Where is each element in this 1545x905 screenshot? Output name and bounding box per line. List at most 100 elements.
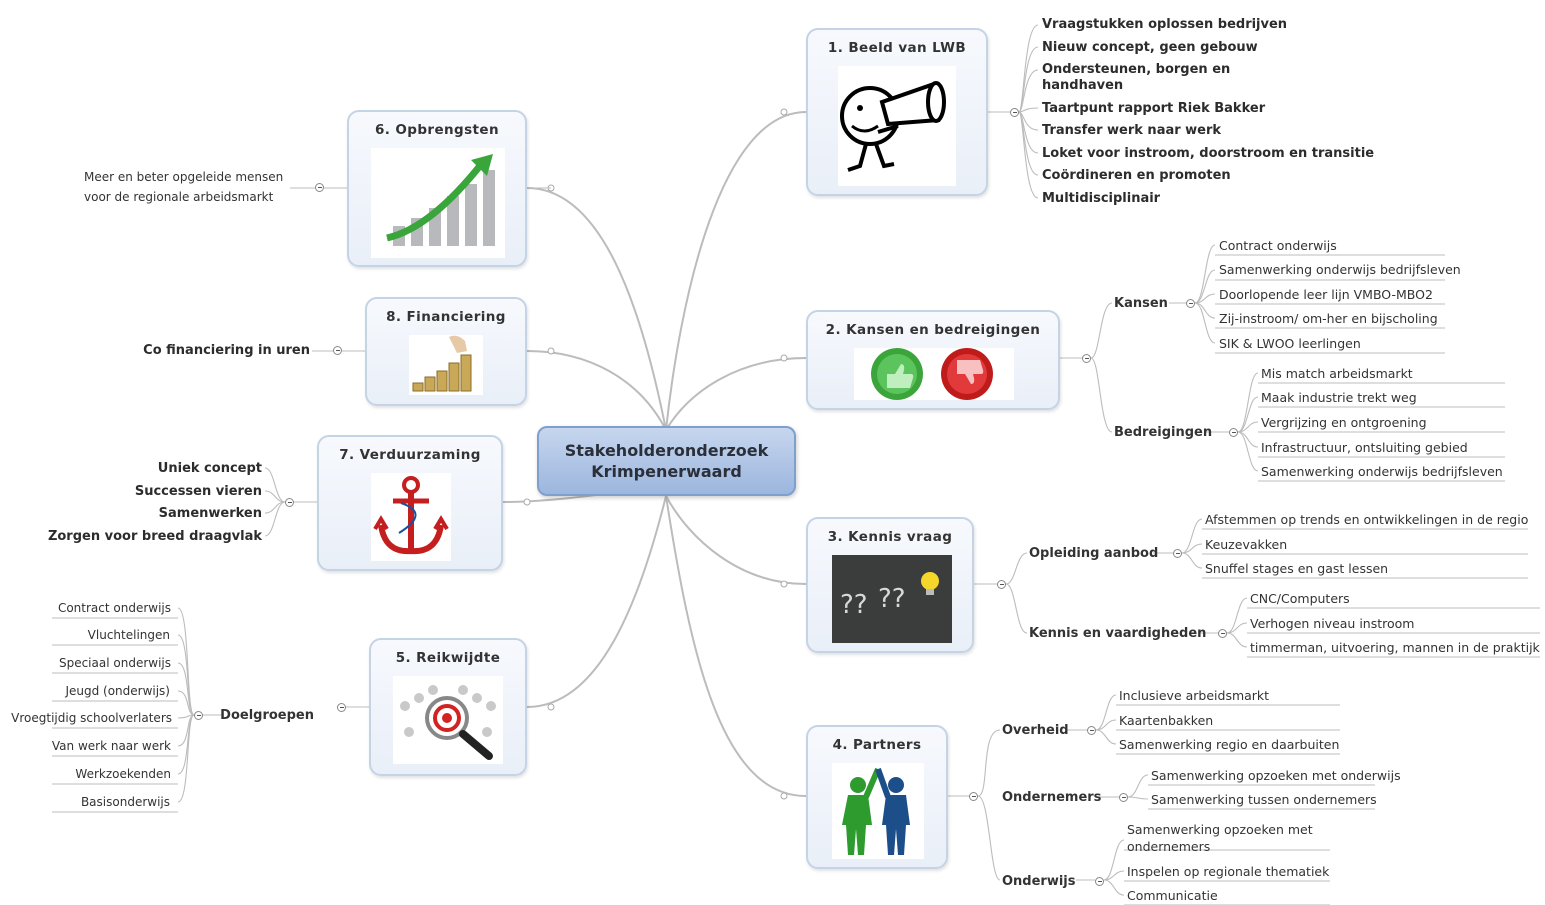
list-item[interactable]: Vraagstukken oplossen bedrijven	[1042, 17, 1288, 32]
topic-opbrengsten[interactable]: 6. Opbrengsten	[347, 110, 527, 267]
central-title-line2: Krimpenerwaard	[591, 462, 742, 481]
list-item[interactable]: Samenwerking tussen ondernemers	[1151, 792, 1377, 807]
subtopic-opleiding-aanbod[interactable]: Opleiding aanbod	[1029, 546, 1159, 561]
topic-title: 6. Opbrengsten	[375, 122, 499, 138]
thumbs-up-down-icon	[854, 348, 1014, 400]
list-item[interactable]: Jeugd (onderwijs)	[65, 684, 170, 698]
collapse-toggle[interactable]	[315, 183, 324, 192]
collapse-toggle[interactable]	[285, 498, 294, 507]
topic-title: 4. Partners	[832, 737, 922, 753]
list-item[interactable]: Van werk naar werk	[51, 739, 171, 753]
magnifier-target-icon	[393, 676, 503, 764]
list-item[interactable]: Maak industrie trekt weg	[1261, 390, 1417, 405]
collapse-toggle[interactable]	[337, 703, 346, 712]
collapse-toggle[interactable]	[1119, 793, 1128, 802]
topic-financiering[interactable]: 8. Financiering	[365, 297, 527, 406]
collapse-toggle[interactable]	[1218, 629, 1227, 638]
collapse-toggle[interactable]	[997, 580, 1006, 589]
list-item[interactable]: CNC/Computers	[1250, 591, 1350, 606]
growth-chart-icon	[371, 148, 505, 258]
central-title-line1: Stakeholderonderzoek	[564, 441, 769, 460]
list-item[interactable]: Inclusieve arbeidsmarkt	[1119, 688, 1270, 703]
list-item[interactable]: Samenwerking onderwijs bedrijfsleven	[1219, 262, 1461, 277]
list-item[interactable]: Loket voor instroom, doorstroom en trans…	[1042, 146, 1375, 161]
topic-beeld-van-lwb[interactable]: 1. Beeld van LWB	[806, 28, 988, 196]
topic-partners[interactable]: 4. Partners	[806, 725, 948, 869]
list-item[interactable]: Verhogen niveau instroom	[1250, 616, 1415, 631]
list-item[interactable]: Samenwerken	[158, 506, 262, 521]
list-item[interactable]: Speciaal onderwijs	[58, 656, 171, 670]
topic-kansen-en-bedreigingen[interactable]: 2. Kansen en bedreigingen	[806, 310, 1060, 410]
list-item[interactable]: Samenwerking opzoeken met onderwijs	[1151, 768, 1401, 783]
svg-text:??: ??	[840, 590, 868, 620]
list-item[interactable]: Zij-instroom/ om-her en bijscholing	[1219, 311, 1438, 326]
list-item[interactable]: Samenwerking regio en daarbuiten	[1119, 737, 1340, 752]
question-lightbulb-icon: ?? ??	[832, 555, 952, 643]
collapse-toggle[interactable]	[1173, 549, 1182, 558]
list-item[interactable]: Doorlopende leer lijn VMBO-MBO2	[1219, 287, 1433, 302]
list-item[interactable]: Co financiering in uren	[143, 343, 310, 358]
list-item[interactable]: Infrastructuur, ontsluiting gebied	[1261, 440, 1468, 455]
list-item[interactable]: Basisonderwijs	[80, 795, 170, 809]
list-item[interactable]: Uniek concept	[157, 461, 262, 476]
list-item[interactable]: timmerman, uitvoering, mannen in de prak…	[1250, 640, 1540, 655]
collapse-toggle[interactable]	[1082, 354, 1091, 363]
subtopic-overheid[interactable]: Overheid	[1002, 723, 1069, 738]
list-item[interactable]: Contract onderwijs	[57, 601, 171, 615]
collapse-toggle[interactable]	[194, 711, 203, 720]
collapse-toggle[interactable]	[1095, 877, 1104, 886]
svg-text:??: ??	[878, 584, 906, 614]
list-item[interactable]: Zorgen voor breed draagvlak	[47, 529, 262, 544]
subtopic-onderwijs[interactable]: Onderwijs	[1002, 874, 1076, 889]
list-item-continued[interactable]: voor de regionale arbeidsmarkt	[84, 190, 274, 204]
list-item[interactable]: Samenwerking onderwijs bedrijfsleven	[1261, 464, 1503, 479]
collapse-toggle[interactable]	[1010, 108, 1019, 117]
collapse-toggle[interactable]	[333, 346, 342, 355]
collapse-toggle[interactable]	[969, 792, 978, 801]
high-five-icon	[832, 763, 924, 859]
collapse-toggle[interactable]	[1087, 726, 1096, 735]
list-item[interactable]: Vergrijzing en ontgroening	[1261, 415, 1427, 430]
collapse-toggle[interactable]	[1186, 299, 1195, 308]
central-topic[interactable]: Stakeholderonderzoek Krimpenerwaard	[537, 426, 796, 496]
list-item[interactable]: Taartpunt rapport Riek Bakker	[1042, 101, 1266, 116]
list-item[interactable]: Samenwerking opzoeken met	[1127, 822, 1313, 837]
list-item[interactable]: Transfer werk naar werk	[1042, 123, 1222, 138]
list-item[interactable]: Communicatie	[1127, 888, 1218, 903]
list-item[interactable]: Kaartenbakken	[1119, 713, 1214, 728]
list-item[interactable]: Successen vieren	[134, 484, 262, 499]
list-item[interactable]: Meer en beter opgeleide mensen	[84, 170, 284, 184]
list-item[interactable]: Keuzevakken	[1205, 537, 1288, 552]
list-item[interactable]: Snuffel stages en gast lessen	[1205, 561, 1389, 576]
list-item[interactable]: Multidisciplinair	[1042, 191, 1161, 206]
subtopic-kennis-en-vaardigheden[interactable]: Kennis en vaardigheden	[1029, 626, 1207, 641]
list-item[interactable]: Vluchtelingen	[87, 628, 170, 642]
telescope-man-icon	[838, 66, 956, 186]
list-item[interactable]: Inspelen op regionale thematiek	[1127, 864, 1330, 879]
list-item[interactable]: Afstemmen op trends en ontwikkelingen in…	[1205, 512, 1529, 527]
subtopic-doelgroepen[interactable]: Doelgroepen	[220, 708, 314, 723]
list-item-continued[interactable]: ondernemers	[1127, 839, 1211, 854]
list-item-continued[interactable]: handhaven	[1042, 78, 1124, 93]
list-item[interactable]: Werkzoekenden	[75, 767, 171, 781]
list-item[interactable]: Nieuw concept, geen gebouw	[1042, 40, 1258, 55]
subtopic-kansen[interactable]: Kansen	[1114, 296, 1168, 311]
list-item[interactable]: Mis match arbeidsmarkt	[1261, 366, 1413, 381]
list-item[interactable]: SIK & LWOO leerlingen	[1219, 336, 1361, 351]
anchor-icon	[371, 473, 451, 561]
list-item[interactable]: Vroegtijdig schoolverlaters	[11, 711, 172, 725]
topic-title: 2. Kansen en bedreigingen	[825, 322, 1041, 338]
collapse-toggle[interactable]	[1229, 428, 1238, 437]
topic-verduurzaming[interactable]: 7. Verduurzaming	[317, 435, 503, 571]
topic-reikwijdte[interactable]: 5. Reikwijdte	[369, 638, 527, 776]
list-item[interactable]: Contract onderwijs	[1219, 238, 1337, 253]
list-item[interactable]: Coördineren en promoten	[1042, 168, 1231, 183]
topic-title: 5. Reikwijdte	[395, 650, 501, 666]
topic-title: 8. Financiering	[386, 309, 506, 325]
subtopic-ondernemers[interactable]: Ondernemers	[1002, 790, 1102, 805]
subtopic-bedreigingen[interactable]: Bedreigingen	[1114, 425, 1213, 440]
topic-kennis-vraag[interactable]: 3. Kennis vraag ?? ??	[806, 517, 974, 653]
list-item[interactable]: Ondersteunen, borgen en	[1042, 62, 1231, 77]
topic-title: 3. Kennis vraag	[827, 529, 953, 545]
